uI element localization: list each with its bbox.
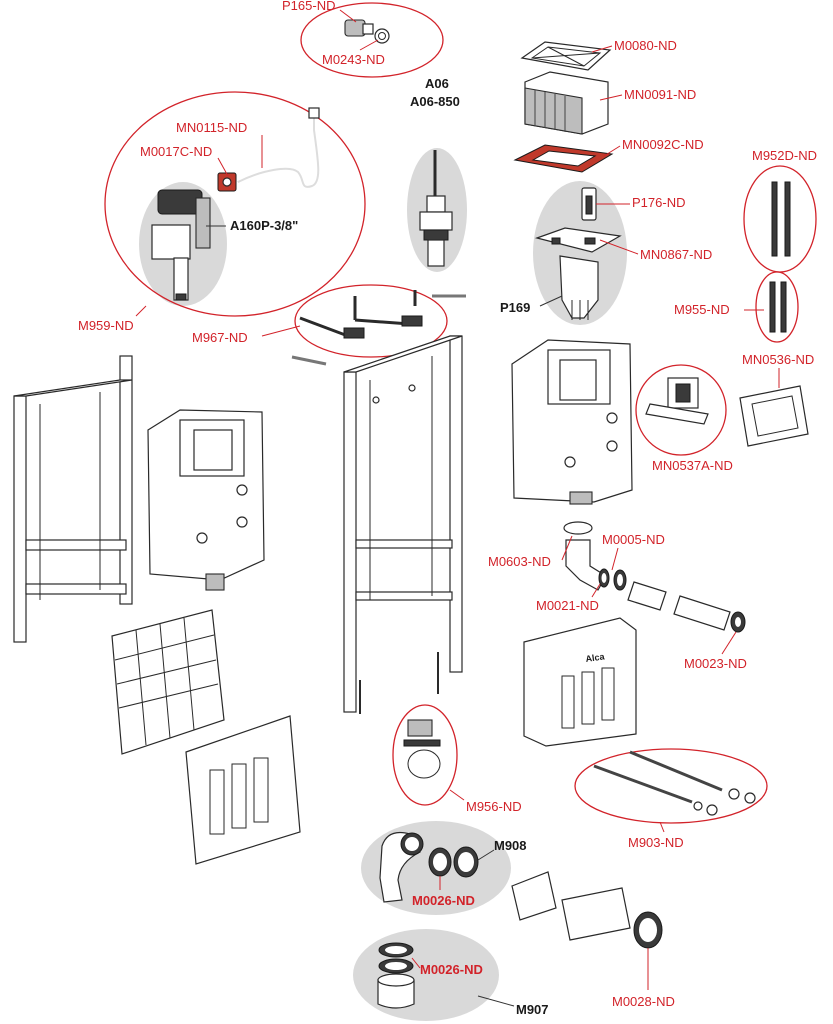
m908-ring-part — [453, 846, 479, 878]
mn0536-plate-part — [739, 385, 809, 447]
mn0091-box-part — [524, 71, 609, 135]
left-protective-panel-upper — [111, 609, 225, 755]
right-cistern-tank — [511, 339, 633, 505]
m0005-ring-part — [613, 569, 627, 591]
m0028-ring-part — [633, 911, 663, 949]
m967-callout-ellipse — [294, 284, 448, 358]
label-m0026-upper: M0026-ND — [412, 893, 475, 908]
m0021-ring-part — [598, 568, 610, 588]
drain-connector-pipes — [511, 871, 631, 941]
label-m0603: M0603-ND — [488, 554, 551, 569]
m956-callout-ellipse — [392, 704, 458, 806]
label-a06: A06 — [425, 76, 449, 91]
p169-highlight — [533, 181, 627, 325]
label-p169: P169 — [500, 300, 530, 315]
left-installation-frame — [13, 355, 133, 643]
m907-coupling-part — [377, 942, 415, 1009]
p165-callout-ellipse — [300, 2, 444, 78]
label-m955: M955-ND — [674, 302, 730, 317]
m959-callout-ellipse — [104, 91, 366, 317]
m903-callout-ellipse — [574, 748, 768, 824]
m0017c-bracket-part — [217, 172, 237, 192]
drain-elbow-part — [563, 521, 607, 591]
label-m959: M959-ND — [78, 318, 134, 333]
label-m0028: M0028-ND — [612, 994, 675, 1009]
m967-brackets-part — [291, 290, 466, 366]
label-mn0091: MN0091-ND — [624, 87, 696, 102]
label-m0017c: M0017C-ND — [140, 144, 212, 159]
m908-elbow-part — [379, 831, 424, 903]
m955-rods-part — [769, 281, 787, 333]
label-m952d: M952D-ND — [752, 148, 817, 163]
label-p165: P165-ND — [282, 0, 335, 13]
label-p176: P176-ND — [632, 195, 685, 210]
leader-lines — [135, 9, 780, 1007]
m952d-callout-ellipse — [743, 165, 817, 273]
label-m956: M956-ND — [466, 799, 522, 814]
m0080-frame-part — [520, 41, 612, 71]
label-a06-850: A06-850 — [410, 94, 460, 109]
m955-callout-ellipse — [755, 271, 799, 343]
label-m903: M903-ND — [628, 835, 684, 850]
mn0115-hose-part — [237, 107, 320, 188]
label-m0080: M0080-ND — [614, 38, 677, 53]
p165-valve-part — [344, 19, 390, 44]
label-m0026-lower: M0026-ND — [420, 962, 483, 977]
mn0537a-callout-ellipse — [635, 364, 727, 456]
label-m0005: M0005-ND — [602, 532, 665, 547]
label-m967: M967-ND — [192, 330, 248, 345]
label-a160p: A160P-3/8" — [230, 218, 298, 233]
mn0092c-gasket-part — [513, 144, 614, 173]
label-mn0867: MN0867-ND — [640, 247, 712, 262]
label-m908: M908 — [494, 838, 527, 853]
brand-logo: Alca — [585, 651, 606, 664]
label-mn0537a: MN0537A-ND — [652, 458, 733, 473]
a06-flush-valve-part — [419, 150, 453, 267]
flush-pipe-part — [627, 581, 731, 631]
m0023-ring-part — [730, 611, 746, 633]
left-cistern-tank — [147, 409, 265, 591]
label-m907: M907 — [516, 1002, 549, 1017]
label-mn0115: MN0115-ND — [176, 120, 247, 135]
label-m0021: M0021-ND — [536, 598, 599, 613]
right-protective-box: Alca — [523, 617, 637, 747]
m903-screws-part — [593, 750, 756, 816]
left-protective-panel-lower — [185, 715, 301, 865]
a160p-fill-valve-part — [151, 189, 211, 301]
label-mn0536: MN0536-ND — [742, 352, 814, 367]
label-mn0092c: MN0092C-ND — [622, 137, 704, 152]
mn0537a-bracket-part — [645, 377, 709, 425]
label-m0023: M0023-ND — [684, 656, 747, 671]
m0026-ring-a-part — [428, 847, 452, 877]
label-m0243: M0243-ND — [322, 52, 385, 67]
m952d-rods-part — [771, 181, 791, 257]
middle-installation-frame — [343, 335, 463, 714]
p169-mechanism-part — [534, 187, 622, 320]
m956-clamp-part — [403, 719, 441, 779]
